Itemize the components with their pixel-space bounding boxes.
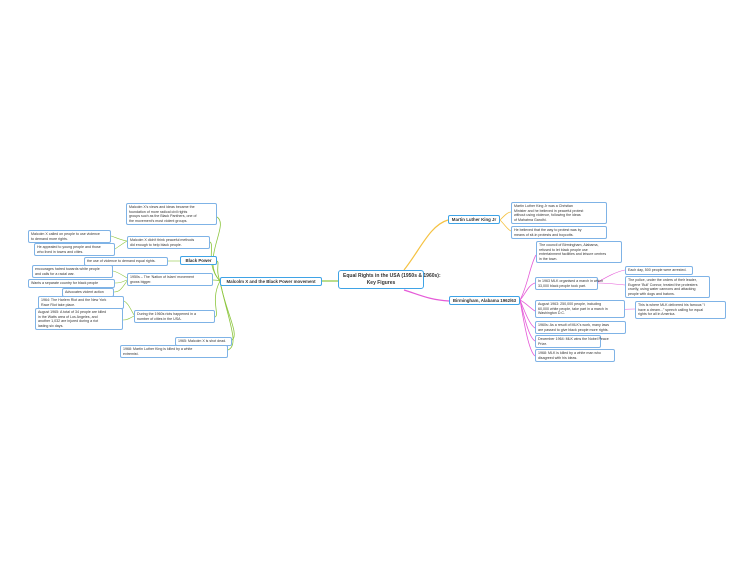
topic-birmingham[interactable]: Birmingham, Alabama 1962/63 [449, 296, 520, 306]
note-mx-views[interactable]: Malcolm X's views and ideas became the f… [126, 203, 217, 226]
edge-mlk-minister [499, 211, 512, 221]
edge-malcolm-killed [219, 280, 234, 351]
edge-march-police [597, 282, 626, 286]
edge-bh-killed [519, 299, 536, 357]
edge-didnt-appealed [114, 240, 128, 250]
edge-riots-watts [122, 315, 135, 321]
note-mx-appealed[interactable]: He appealed to young people and those wh… [34, 243, 115, 257]
note-mlk-minister[interactable]: Martin Luther King Jr was a Christian Mi… [511, 202, 607, 225]
note-bh-washington[interactable]: August 1963: 250,000 people, including 6… [535, 300, 625, 318]
note-mx-called[interactable]: Malcolm X called on people to use violen… [28, 230, 111, 244]
edge-bh-washington [519, 299, 536, 312]
central-topic[interactable]: Equal Rights in the USA (1950s & 1960s):… [338, 270, 441, 290]
edge-didnt-called [110, 235, 128, 242]
note-bh-arrested[interactable]: Each day, 500 people were arrested. [625, 266, 693, 275]
edge-riots-harlem [123, 300, 135, 316]
edge-bh-nobel [519, 299, 536, 342]
note-bp-violence[interactable]: the use of violence to demand equal righ… [84, 257, 168, 266]
central-title-line-1: Equal Rights in the USA (1950s & 1960s): [343, 273, 441, 279]
edge-bh-march [519, 282, 536, 301]
note-nation-separate[interactable]: Wants a separate country for black peopl… [28, 279, 115, 288]
edge-malcolm-blackpower [216, 260, 221, 282]
edge-nation-advocates [113, 280, 128, 293]
note-nation-1950s[interactable]: 1950s – The 'Nation of Islam' movement g… [127, 273, 213, 287]
topic-mlk[interactable]: Martin Luther King Jr [448, 215, 500, 225]
note-bh-march[interactable]: In 1963 MLK organised a march in which 3… [535, 277, 603, 291]
topic-malcolm-x-label: Malcolm X and the Black Power movement [226, 279, 316, 284]
note-bh-council[interactable]: The council of Birmingham, Alabama, refu… [536, 241, 622, 264]
topic-birmingham-label: Birmingham, Alabama 1962/63 [452, 298, 517, 303]
edge-central-birmingham [403, 289, 450, 302]
edge-nation-encourage [112, 270, 128, 279]
note-bh-1960s-result[interactable]: 1960s: As a result of MLK's work, many l… [535, 321, 626, 335]
note-mlk-believed[interactable]: He believed that the way to protest was … [511, 226, 607, 240]
topic-mlk-label: Martin Luther King Jr [451, 217, 497, 222]
topic-malcolm-x[interactable]: Malcolm X and the Black Power movement [220, 277, 322, 287]
note-bh-killed[interactable]: 1968: MLK is killed by a white man who d… [535, 349, 615, 363]
edge-malcolm-riots [214, 280, 221, 318]
note-nation-encourage[interactable]: encourages hatred towards white people a… [32, 265, 113, 279]
edge-bh-council [519, 254, 537, 301]
edge-nation-separate [114, 279, 128, 284]
edge-central-mlk [403, 219, 449, 271]
note-mx-didnt[interactable]: Malcolm X didn't think peaceful methods … [127, 236, 210, 250]
note-bh-dream[interactable]: This is where MLK delivered his famous "… [635, 301, 726, 319]
edge-bh-result [519, 299, 536, 329]
note-bh-nobel[interactable]: December 1964: MLK wins the Nobel Peace … [535, 335, 609, 349]
note-mlk-killed-white[interactable]: 1968: Martin Luther King is killed by a … [120, 345, 228, 359]
edge-march-arrested [597, 269, 626, 283]
topic-black-power[interactable]: Black Power [180, 256, 217, 266]
note-bh-police[interactable]: The police, under the orders of their le… [625, 276, 710, 299]
note-riots-watts[interactable]: August 1965: A total of 34 people are ki… [35, 308, 123, 331]
edge-mlk-believed [499, 219, 512, 232]
note-riots-1960s[interactable]: During the 1960s riots happened in a num… [134, 310, 215, 324]
central-title-line-2: Key Figures [366, 279, 396, 286]
edge-malcolm-nation [212, 279, 221, 282]
topic-black-power-label: Black Power [185, 258, 212, 263]
